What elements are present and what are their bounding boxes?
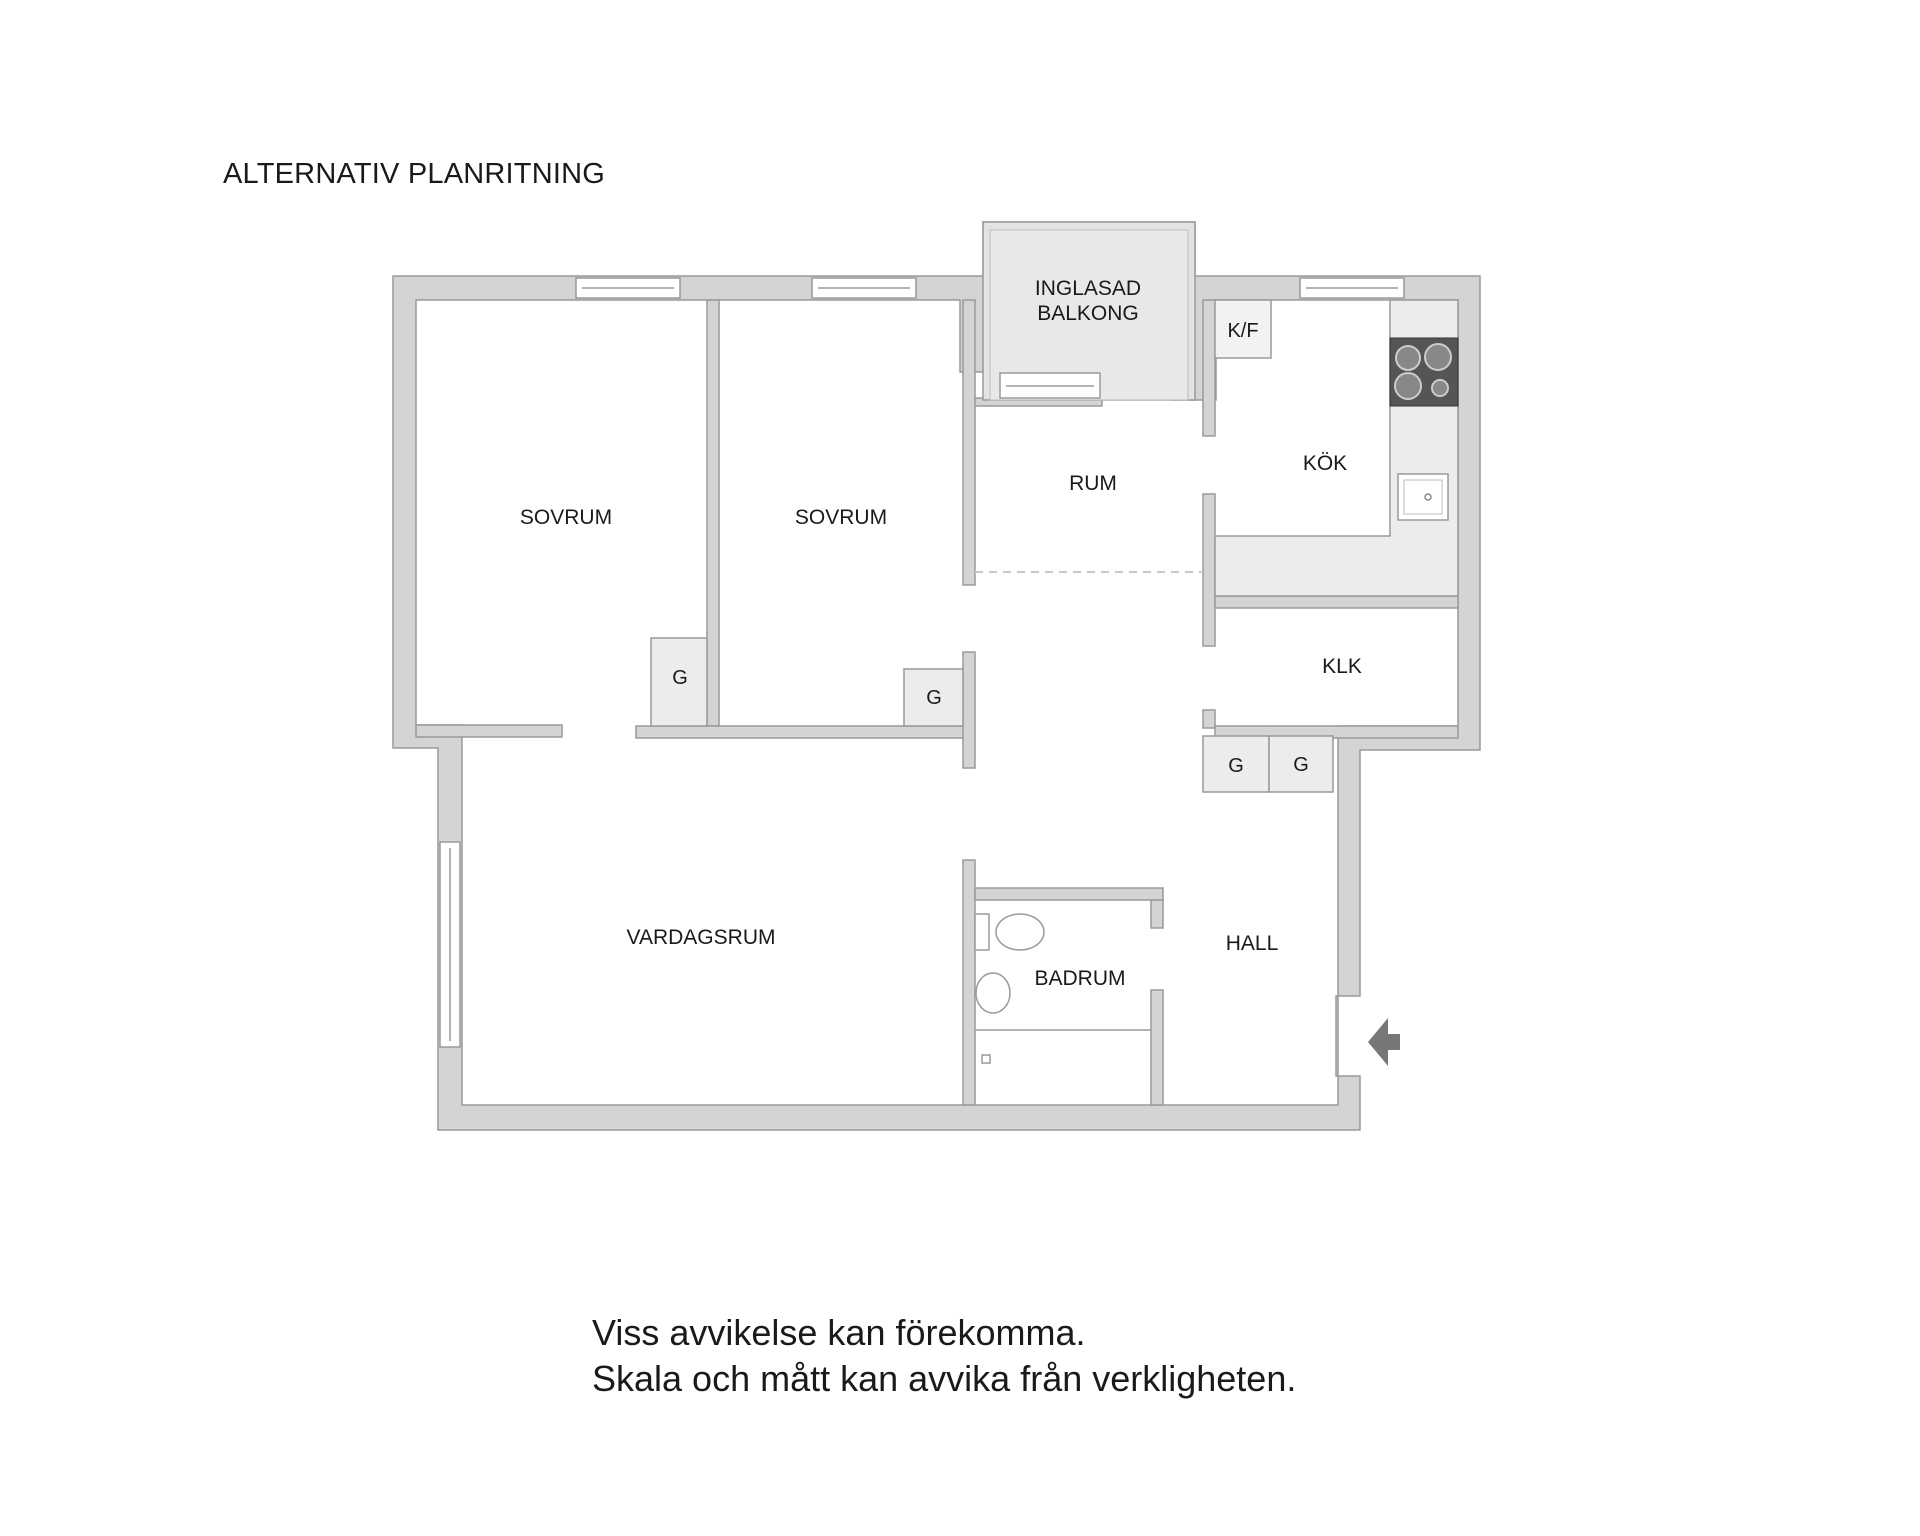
kitchen-counter	[1214, 299, 1459, 597]
washbasin-icon	[975, 972, 1011, 1014]
room-label-sovrum-mid: SOVRUM	[795, 506, 887, 529]
closet-label: G	[1293, 754, 1309, 776]
entry-arrow-icon	[1368, 1018, 1400, 1066]
closet	[1202, 735, 1270, 793]
page-title: ALTERNATIV PLANRITNING	[223, 158, 605, 190]
disclaimer: Viss avvikelse kan förekomma. Skala och …	[592, 1310, 1296, 1402]
room-label-hall: HALL	[1226, 932, 1279, 955]
closets	[650, 637, 1334, 793]
room-label-badrum: BADRUM	[1034, 967, 1125, 990]
room-label-kf: K/F	[1227, 320, 1258, 342]
balcony	[982, 221, 1196, 401]
interior-walls	[415, 299, 1459, 1106]
closet-label: G	[1228, 755, 1244, 777]
room-label-rum: RUM	[1069, 472, 1117, 495]
room-label-kok: KÖK	[1303, 452, 1347, 475]
room-label-balkong-line2: BALKONG	[1037, 302, 1139, 325]
closet-label: G	[672, 667, 688, 689]
room-label-sovrum-left: SOVRUM	[520, 506, 612, 529]
disclaimer-line-2: Skala och mått kan avvika från verklighe…	[592, 1358, 1297, 1399]
closet	[650, 637, 708, 727]
room-label-balkong-line1: INGLASAD	[1035, 277, 1141, 300]
toilet-tank	[974, 913, 990, 951]
closet	[903, 668, 964, 727]
room-label-vardagsrum: VARDAGSRUM	[627, 926, 776, 949]
windows	[439, 277, 1405, 1048]
closet	[1268, 735, 1334, 793]
toilet-icon	[995, 913, 1045, 951]
disclaimer-line-1: Viss avvikelse kan förekomma.	[592, 1312, 1086, 1353]
shower-tap	[981, 1054, 991, 1064]
closet-label: G	[926, 687, 942, 709]
fridge-freezer	[1214, 299, 1272, 359]
bathroom-fixtures	[974, 913, 1151, 1064]
room-label-klk: KLK	[1322, 655, 1362, 678]
